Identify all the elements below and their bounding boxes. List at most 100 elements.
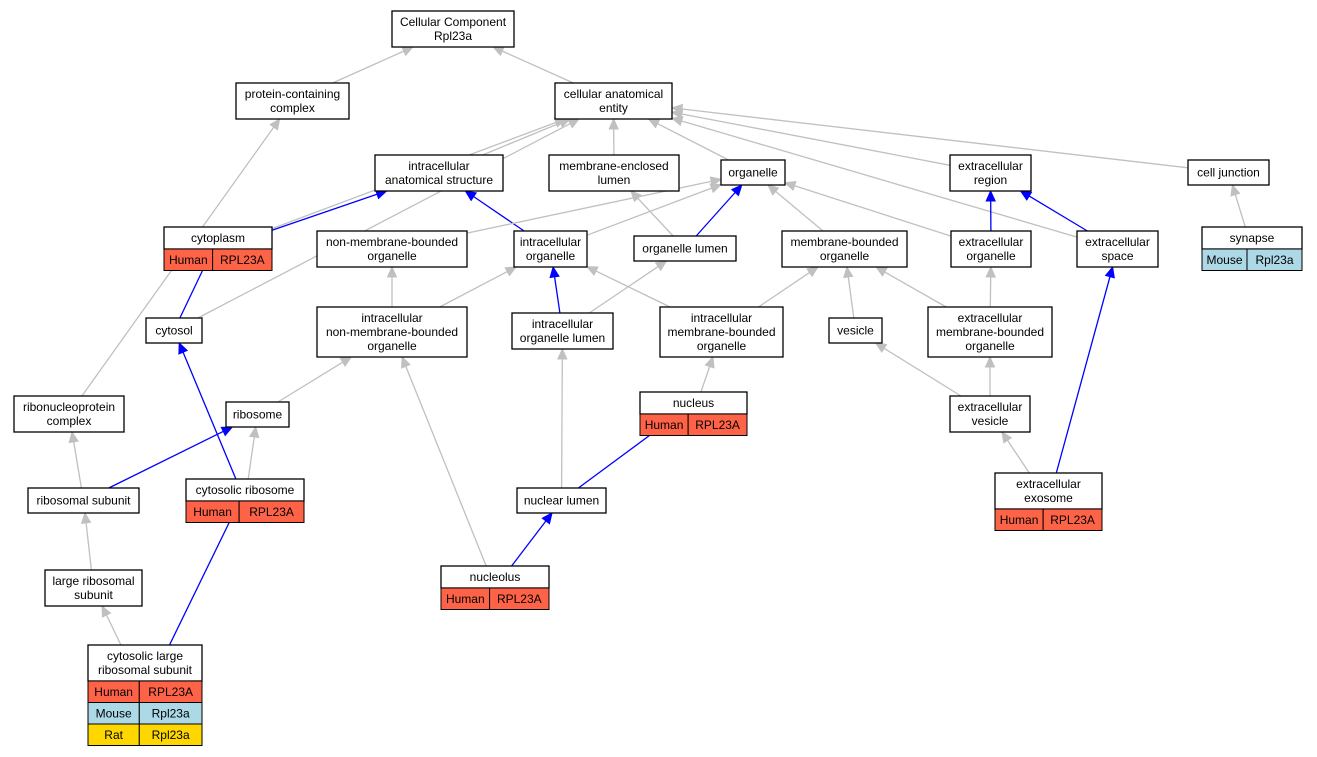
- node-label-line: region: [974, 173, 1007, 187]
- arrowhead: [985, 265, 996, 278]
- node-box: [1076, 230, 1159, 268]
- node-box: [13, 395, 125, 433]
- edge-imbo-to-io: [585, 266, 671, 308]
- gene-symbol: Rpl23a: [152, 706, 190, 720]
- node-label-line: synapse: [1230, 231, 1275, 245]
- node-label-line: complex: [47, 414, 92, 428]
- edge-line: [1006, 439, 1030, 474]
- node-box: [659, 306, 784, 358]
- node-label-line: organelle: [965, 339, 1015, 353]
- edge-io-to-org: [586, 183, 723, 236]
- node-label-line: organelle: [367, 249, 417, 263]
- node-ribo[interactable]: ribosome: [225, 401, 290, 428]
- node-label-line: extracellular: [1085, 235, 1150, 249]
- node-ol[interactable]: organelle lumen: [633, 235, 737, 262]
- edge-exosome-to-exv: [1001, 430, 1030, 474]
- node-cj[interactable]: cell junction: [1187, 159, 1270, 186]
- arrowhead: [670, 103, 684, 115]
- edge-inmbo-to-nmbo: [386, 265, 398, 307]
- node-label-line: organelle: [367, 339, 417, 353]
- gene-cell: [138, 723, 203, 746]
- gene-symbol: RPL23A: [148, 685, 193, 699]
- edge-line: [466, 180, 712, 234]
- node-label-line: organelle lumen: [520, 331, 605, 345]
- node-box: [1187, 159, 1270, 186]
- node-label-line: large ribosomal: [52, 574, 134, 588]
- edge-io-to-ias: [464, 190, 525, 232]
- edge-nucleolus-to-inmbo: [401, 355, 487, 567]
- node-nl[interactable]: nuclear lumen: [516, 487, 607, 514]
- node-label-line: lumen: [598, 173, 631, 187]
- edge-line: [405, 366, 487, 567]
- node-cytosol[interactable]: cytosol: [145, 317, 203, 344]
- node-ves[interactable]: vesicle: [828, 317, 883, 344]
- edge-pcc-to-root: [332, 46, 415, 84]
- edge-exv-to-ves: [874, 342, 962, 397]
- node-label-line: extracellular: [1016, 477, 1081, 491]
- node-label-line: organelle: [697, 339, 747, 353]
- node-box: [927, 306, 1053, 358]
- edge-embo-to-exo: [985, 265, 996, 308]
- edge-ol-to-org: [695, 184, 743, 237]
- edge-rs-to-rnp: [68, 430, 83, 489]
- node-box: [513, 230, 588, 268]
- edge-exr-to-cae: [670, 108, 951, 166]
- edge-nucleolus-to-nl: [511, 512, 553, 567]
- gene-symbol: Rpl23a: [1255, 253, 1293, 267]
- arrowhead: [585, 266, 599, 277]
- node-label-line: subunit: [74, 588, 113, 602]
- edge-iol-to-ol: [588, 260, 668, 314]
- edge-line: [637, 197, 674, 237]
- arrowhead: [767, 184, 780, 196]
- arrowhead: [401, 46, 415, 57]
- node-box: [225, 401, 290, 428]
- node-box: [633, 235, 737, 262]
- edge-line: [794, 185, 952, 237]
- node-label-line: non-membrane-bounded: [326, 235, 458, 249]
- node-label-line: non-membrane-bounded: [326, 325, 458, 339]
- node-label-line: intracellular: [691, 311, 752, 325]
- node-org[interactable]: organelle: [720, 159, 786, 186]
- edge-line: [105, 614, 122, 646]
- arrowhead: [101, 604, 112, 618]
- node-label-line: space: [1101, 249, 1133, 263]
- node-inmbo[interactable]: intracellularnon-membrane-boundedorganel…: [316, 306, 468, 358]
- edge-line: [595, 270, 671, 308]
- edge-inmbo-to-io: [439, 266, 518, 308]
- edge-cr-to-cytosol: [178, 341, 237, 480]
- arrowhead: [608, 117, 619, 130]
- gene-symbol: RPL23A: [497, 592, 542, 606]
- edge-line: [560, 358, 563, 489]
- edge-line: [588, 266, 659, 314]
- node-rs[interactable]: ribosomal subunit: [27, 487, 140, 514]
- edge-line: [332, 50, 405, 84]
- edge-cr-to-ribo: [247, 425, 260, 480]
